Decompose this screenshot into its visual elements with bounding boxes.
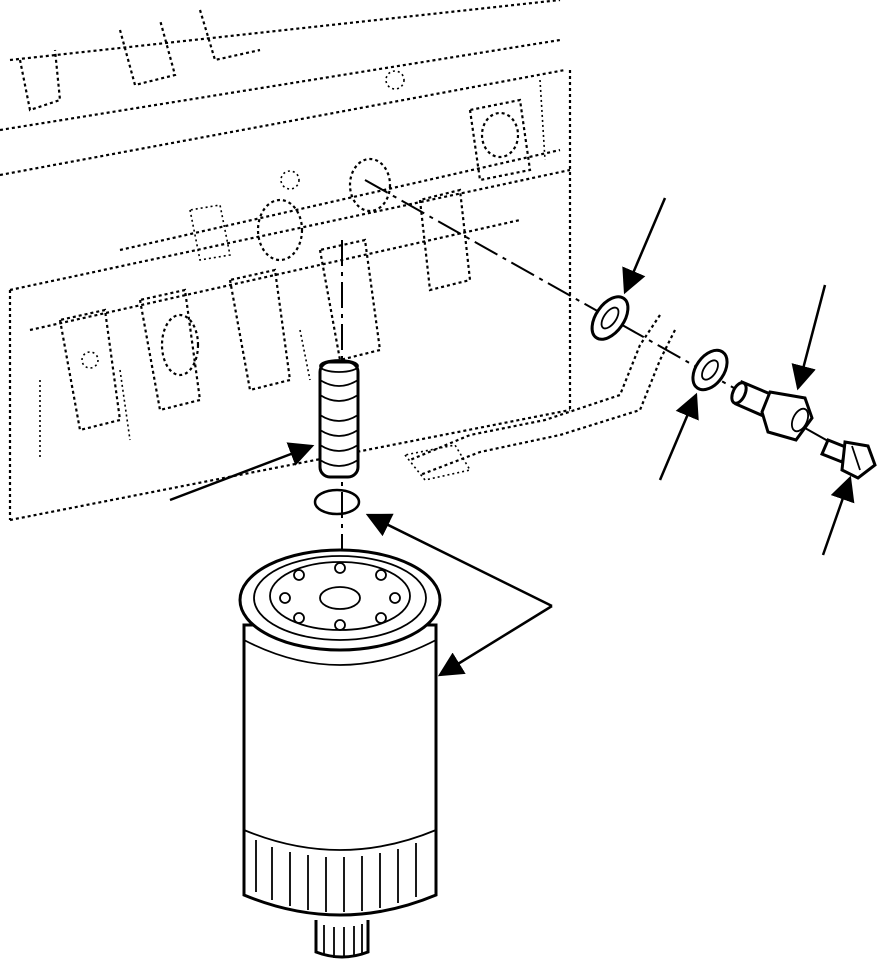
plug-bolt: [820, 438, 877, 480]
washer-lower: [691, 348, 729, 392]
engine-block-phantom: [0, 0, 572, 522]
washer-upper: [590, 295, 630, 341]
filter-cartridge: [238, 548, 442, 959]
callout-arrow-o-ring: [365, 513, 553, 608]
callout-arrow-washer-upper: [622, 197, 667, 295]
o-ring: [313, 488, 361, 516]
adapter-fitting: [730, 379, 814, 442]
filter-head-stud: [318, 359, 360, 479]
callout-arrow-stud: [169, 442, 315, 502]
callout-arrows: [169, 197, 855, 677]
callout-arrow-washer-lower: [658, 392, 699, 481]
callout-arrow-filter: [437, 604, 553, 677]
callout-arrow-plug: [821, 475, 855, 556]
callout-arrow-adapter: [791, 284, 827, 391]
fuel-line-phantom: [403, 314, 676, 481]
